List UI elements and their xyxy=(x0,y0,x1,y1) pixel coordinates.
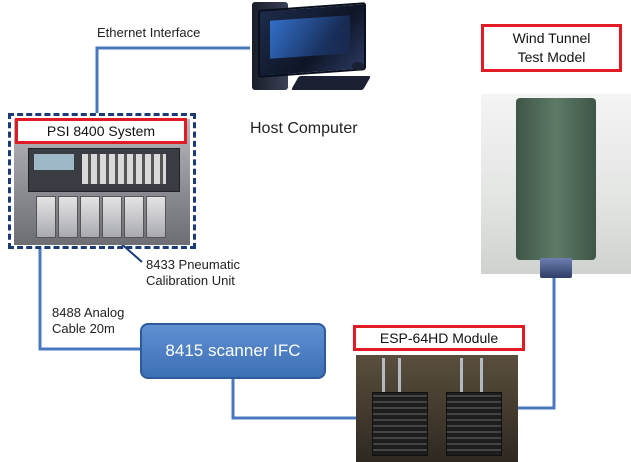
esp-module-label: ESP-64HD Module xyxy=(353,325,525,351)
psi-rack-keypad xyxy=(82,154,166,184)
scanner-ifc-box: 8415 scanner IFC xyxy=(140,323,326,379)
analog-cable-label-line1: 8488 Analog xyxy=(52,305,124,321)
psi-rack-slot xyxy=(102,196,122,238)
wind-tunnel-test-model xyxy=(516,98,596,260)
ifc-to-esp-wire xyxy=(233,379,356,418)
psi-system-label: PSI 8400 System xyxy=(15,118,187,144)
esp-scanner-block xyxy=(446,392,502,456)
esp-scanner-block xyxy=(372,392,428,456)
host-computer-label: Host Computer xyxy=(250,121,358,137)
host-computer-screen xyxy=(270,15,350,59)
psi-rack-slot xyxy=(36,196,56,238)
analog-cable-label-line2: Cable 20m xyxy=(52,321,124,337)
wind-tunnel-label-line1: Wind Tunnel xyxy=(484,29,619,48)
ethernet-wire xyxy=(97,48,250,113)
wind-tunnel-label-line2: Test Model xyxy=(484,48,619,67)
psi-rack-slot xyxy=(80,196,100,238)
ethernet-interface-label: Ethernet Interface xyxy=(97,25,200,41)
analog-cable-label: 8488 Analog Cable 20m xyxy=(52,305,124,337)
psi-rack-slot xyxy=(124,196,144,238)
host-computer-keyboard xyxy=(291,76,371,90)
wind-tunnel-label: Wind Tunnel Test Model xyxy=(481,24,622,72)
pneumatic-unit-label: 8433 Pneumatic Calibration Unit xyxy=(146,257,240,289)
pneumatic-unit-label-line1: 8433 Pneumatic xyxy=(146,257,240,273)
psi-rack-display xyxy=(34,154,74,170)
pneumatic-unit-label-line2: Calibration Unit xyxy=(146,273,240,289)
psi-rack-slot xyxy=(58,196,78,238)
psi-rack-slot xyxy=(146,196,166,238)
test-model-mount xyxy=(540,258,572,278)
host-computer-mouse xyxy=(352,62,364,70)
